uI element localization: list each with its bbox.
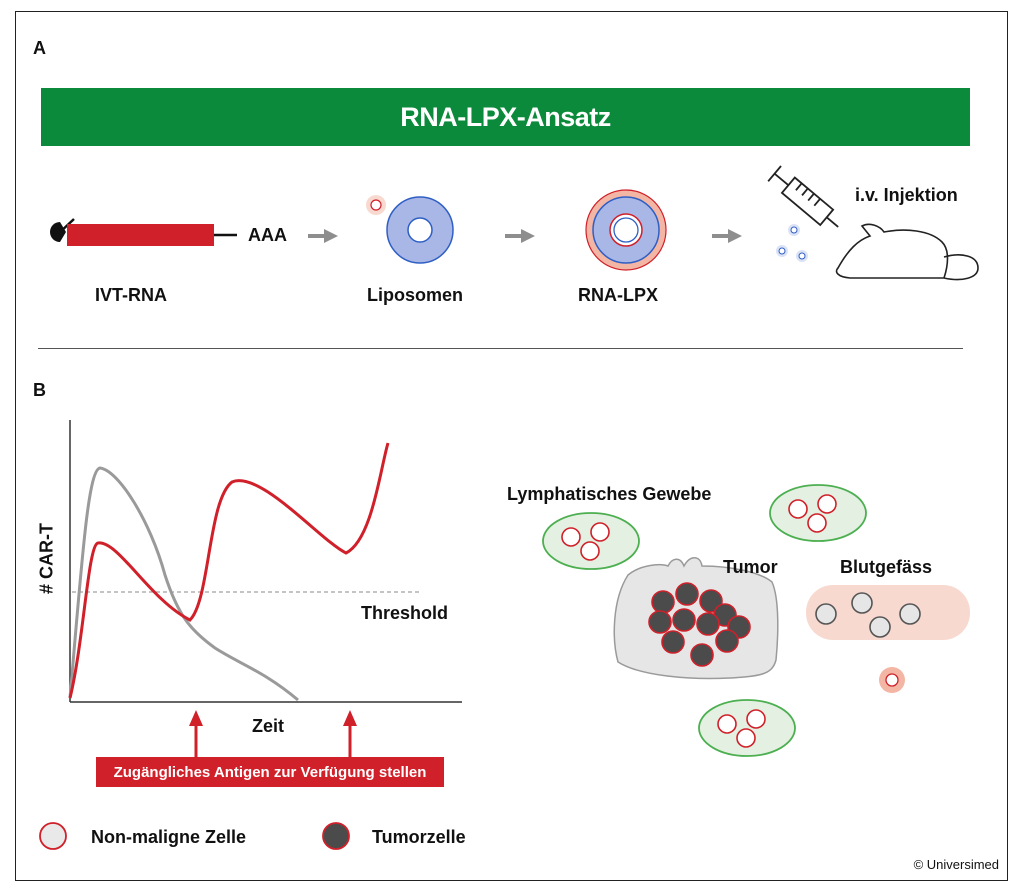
process-arrow-3 <box>712 229 742 243</box>
banner-title: RNA-LPX-Ansatz <box>41 88 970 146</box>
mouse-icon <box>835 223 979 281</box>
lymph-tissue-2 <box>769 484 867 542</box>
process-arrow-2 <box>505 229 535 243</box>
rna-particle-icon <box>366 195 386 215</box>
injection-label: i.v. Injektion <box>855 185 958 205</box>
section-divider <box>38 348 963 349</box>
y-axis-label: # CAR-T <box>36 523 57 594</box>
threshold-label: Threshold <box>361 603 449 623</box>
lymph-tissue-label: Lymphatisches Gewebe <box>507 484 712 504</box>
tumor-label: Tumor <box>723 557 778 577</box>
injected-particle-icons <box>776 224 808 262</box>
lymph-tissue-1 <box>542 512 640 570</box>
car-t-chart <box>68 420 462 757</box>
free-rna-lpx-particle <box>879 667 905 693</box>
antigen-arrow-1 <box>189 710 203 757</box>
step-label-rna-lpx: RNA-LPX <box>578 285 658 305</box>
red-curve <box>68 442 390 699</box>
non-malignant-cell-icon <box>39 822 67 850</box>
figure-frame <box>15 11 1008 881</box>
lymph-tissue-3 <box>698 699 796 757</box>
step-label-ivt-rna: IVT-RNA <box>95 285 167 305</box>
legend-tumor-cell: Tumorzelle <box>372 827 466 847</box>
gray-curve <box>68 466 299 702</box>
antigen-bar: Zugängliches Antigen zur Verfügung stell… <box>96 757 444 787</box>
liposome-icon <box>386 196 454 264</box>
panel-b-label: B <box>33 380 46 400</box>
blood-vessel <box>806 585 970 640</box>
antigen-arrow-2 <box>343 710 357 757</box>
tumor-mass <box>613 557 779 680</box>
rna-tail-label: AAA <box>248 225 287 245</box>
panel-a-label: A <box>33 38 46 58</box>
copyright: © Universimed <box>913 857 999 872</box>
tumor-cell-icon <box>322 822 350 850</box>
x-axis-label: Zeit <box>252 716 285 736</box>
process-arrow-1 <box>308 229 338 243</box>
step-label-liposomen: Liposomen <box>367 285 464 305</box>
legend-non-malignant: Non-maligne Zelle <box>91 827 247 847</box>
syringe-icon <box>767 165 839 228</box>
ivt-rna-icon <box>50 218 237 246</box>
rna-lpx-icon <box>585 189 667 271</box>
vessel-label: Blutgefäss <box>840 557 933 577</box>
